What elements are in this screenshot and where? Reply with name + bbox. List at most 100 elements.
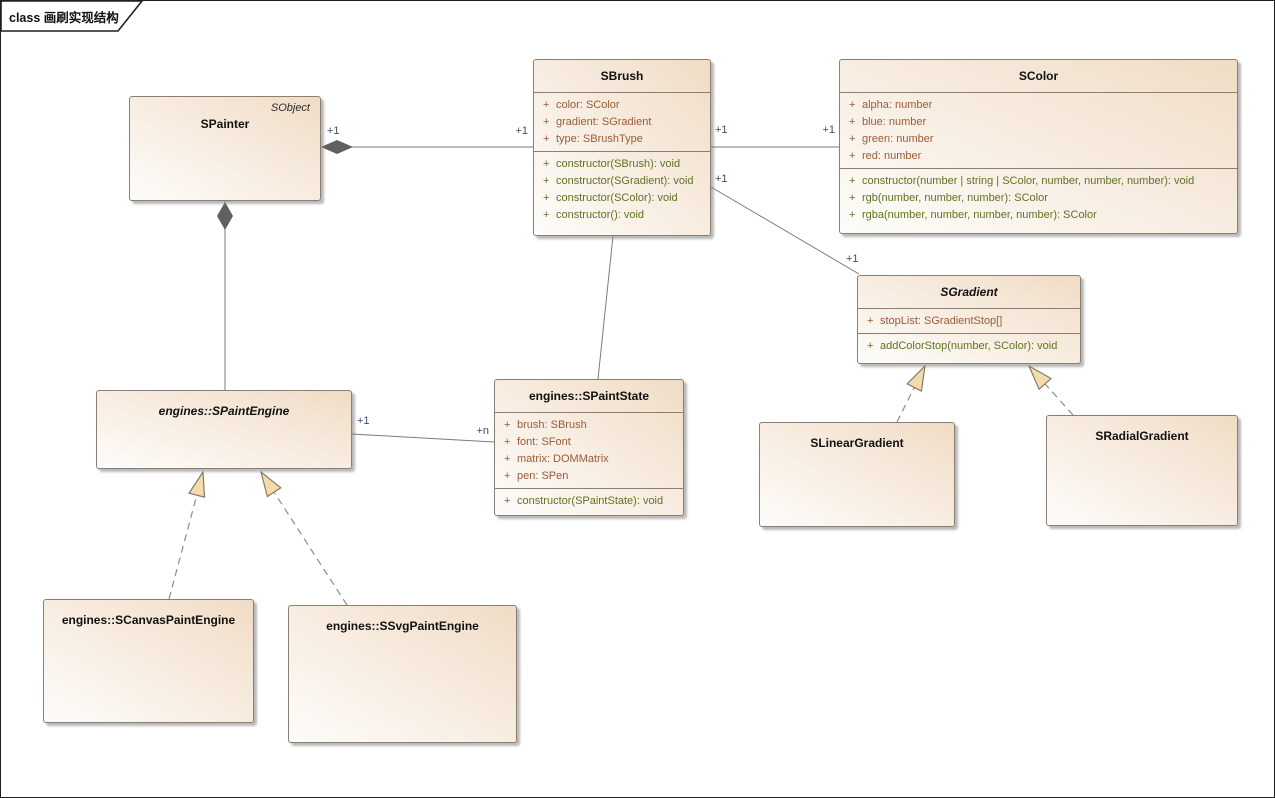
attribute-row: +gradient: SGradient [534, 114, 710, 131]
attribute-text: color: SColor [556, 99, 620, 111]
generalization-linear-gradient[interactable] [896, 366, 925, 423]
method-text: constructor(): void [556, 209, 645, 221]
method-text: constructor(SPaintState): void [517, 495, 664, 507]
visibility-public-icon: + [849, 116, 856, 128]
attribute-text: red: number [862, 150, 922, 162]
attribute-text: alpha: number [862, 99, 933, 111]
method-text: constructor(SGradient): void [556, 175, 694, 187]
class-sgradient[interactable]: SGradient + stopList: SGradientStop[] + ad… [857, 275, 1081, 364]
generalization-radial-gradient[interactable] [1029, 366, 1074, 416]
attribute-text: green: number [862, 133, 934, 145]
attribute-text: stopList: SGradientStop[] [880, 315, 1003, 327]
class-title: SPainter [200, 117, 250, 131]
method-row: + constructor(SGradient): void [534, 173, 710, 190]
method-text: addColorStop(number, SColor): void [880, 340, 1058, 352]
visibility-public-icon: + [867, 315, 874, 327]
methods-compartment: + addColorStop(number, SColor): void [858, 333, 1080, 363]
attribute-row: + stopList: SGradientStop[] [858, 313, 1080, 330]
attribute-text: brush: SBrush [517, 419, 587, 431]
visibility-public-icon: + [543, 99, 550, 111]
generalization-svg-engine[interactable] [261, 472, 348, 606]
class-title: engines::SPaintEngine [158, 404, 290, 418]
visibility-public-icon: + [849, 99, 856, 111]
attribute-row: + red: number [840, 148, 1237, 165]
method-row: +constructor(SPaintState): void [495, 493, 683, 510]
method-row: + addColorStop(number, SColor): void [858, 338, 1080, 355]
multiplicity-label: +1 [715, 173, 728, 185]
class-title: SBrush [600, 69, 644, 83]
method-text: constructor(number | string | SColor, nu… [862, 175, 1195, 187]
visibility-public-icon: + [543, 175, 550, 187]
multiplicity-label: +1 [822, 124, 835, 136]
association-brush-state[interactable] [597, 235, 614, 380]
class-spaintengine[interactable]: engines::SPaintEngine [96, 390, 352, 469]
class-spaintstate[interactable]: engines::SPaintState +brush: SBrush+font… [494, 379, 684, 516]
method-row: + rgb(number, number, number): SColor [840, 190, 1237, 207]
diagram-title: class 画刷实现结构 [9, 10, 119, 25]
multiplicity-label: +n [476, 425, 489, 437]
attributes-compartment: + stopList: SGradientStop[] [858, 308, 1080, 333]
visibility-public-icon: + [849, 150, 856, 162]
class-title: SColor [1018, 69, 1059, 83]
visibility-public-icon: + [543, 158, 550, 170]
class-title: engines::SPaintState [528, 389, 650, 403]
attribute-row: + matrix: DOMMatrix [495, 451, 683, 468]
class-title: SRadialGradient [1095, 429, 1189, 443]
attribute-row: + brush: SBrush [495, 417, 683, 434]
composition-diamond-icon [217, 202, 233, 230]
attributes-compartment: + alpha: number + blue: number + green: numbe… [840, 92, 1237, 168]
class-sbrush[interactable]: SBrush +color: SColor+gradient: SGradien… [533, 59, 711, 236]
attribute-text: gradient: SGradient [556, 116, 652, 128]
generalization-canvas-engine[interactable] [168, 472, 203, 600]
methods-compartment: +constructor(SPaintState): void [495, 488, 683, 515]
class-title: SLinearGradient [810, 436, 904, 450]
visibility-public-icon: + [849, 175, 856, 187]
multiplicity-label: +1 [357, 415, 370, 427]
method-row: +rgba(number, number, number, number): S… [840, 207, 1237, 224]
visibility-public-icon: + [543, 192, 550, 204]
method-row: + constructor(SBrush): void [534, 156, 710, 173]
attributes-compartment: +color: SColor+gradient: SGradient+type:… [534, 92, 710, 151]
attribute-text: font: SFont [517, 436, 571, 448]
visibility-public-icon: + [849, 192, 856, 204]
attribute-text: blue: number [862, 116, 927, 128]
association-engine-state[interactable] [351, 433, 495, 443]
class-slineargradient[interactable]: SLinearGradient [759, 422, 955, 527]
class-spainter[interactable]: SObject SPainter [129, 96, 321, 201]
class-title: engines::SCanvasPaintEngine [61, 613, 236, 627]
attribute-row: + blue: number [840, 114, 1237, 131]
association-brush-gradient[interactable] [710, 186, 860, 275]
attributes-compartment: + brush: SBrush + font: SFont + matrix: DOMMa… [495, 412, 683, 488]
method-text: rgb(number, number, number): SColor [862, 192, 1048, 204]
visibility-public-icon: + [867, 340, 874, 352]
class-title: engines::SSvgPaintEngine [326, 619, 479, 633]
visibility-public-icon: + [504, 419, 511, 431]
attribute-row: + color: SColor [534, 97, 710, 114]
method-text: constructor(SColor): void [556, 192, 678, 204]
visibility-public-icon: + [849, 133, 856, 145]
class-scolor[interactable]: SColor + alpha: number + blue: number + green… [839, 59, 1238, 234]
method-row: + constructor(SColor): void [534, 190, 710, 207]
class-ssvgpaintengine[interactable]: engines::SSvgPaintEngine [288, 605, 517, 743]
class-sradialgradient[interactable]: SRadialGradient [1046, 415, 1238, 526]
attribute-text: matrix: DOMMatrix [517, 453, 609, 465]
attribute-row: + alpha: number [840, 97, 1237, 114]
composition-diamond-icon [321, 140, 353, 154]
multiplicity-label: +1 [846, 253, 859, 265]
method-row: +constructor(): void [534, 207, 710, 224]
visibility-public-icon: + [849, 209, 856, 221]
attribute-row: + green: number [840, 131, 1237, 148]
methods-compartment: + constructor(SBrush): void + constructor(S… [534, 151, 710, 235]
visibility-public-icon: + [504, 470, 511, 482]
visibility-public-icon: + [504, 453, 511, 465]
method-text: constructor(SBrush): void [556, 158, 681, 170]
attribute-row: +pen: SPen [495, 468, 683, 485]
class-scanvaspaintengine[interactable]: engines::SCanvasPaintEngine [43, 599, 254, 723]
multiplicity-label: +1 [327, 125, 340, 137]
multiplicity-label: +1 [715, 124, 728, 136]
class-title: SGradient [940, 285, 998, 299]
methods-compartment: + constructor(number | string | SColor, n… [840, 168, 1237, 233]
parent-annotation: SObject [270, 102, 310, 114]
